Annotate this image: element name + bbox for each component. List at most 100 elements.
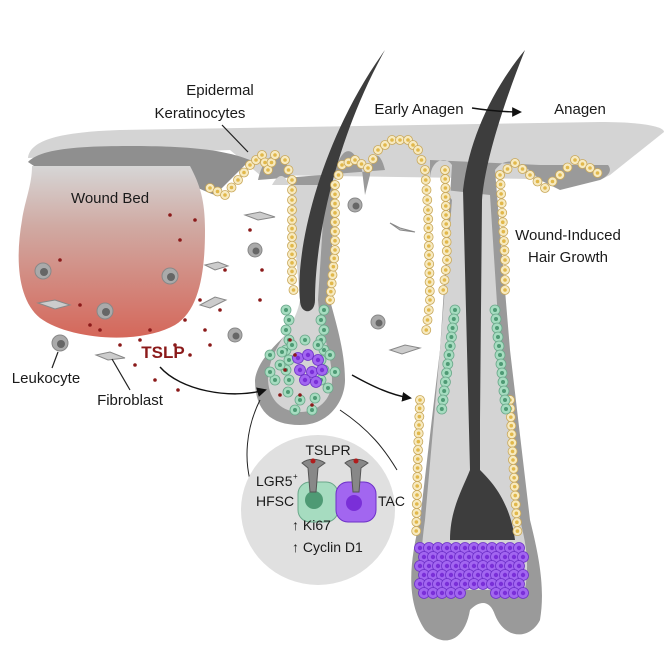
fibroblast-pointer [111,358,131,391]
hfsc-cell [322,382,334,394]
tslp-molecule [176,388,180,392]
tslp-molecule [293,353,297,357]
tslp-molecule [138,338,142,342]
hfsc-cell [280,324,292,336]
keratinocyte [363,163,373,173]
keratinocyte [380,140,390,150]
hfsc-cell [318,304,330,316]
hfsc-cell [494,349,506,361]
hfsc-cell [286,339,298,351]
hfsc-cell [282,386,294,398]
keratinocyte [440,183,451,193]
tac-cells [292,349,529,599]
tac-cell [472,569,484,581]
label-anagen: Anagen [554,101,606,118]
keratinocyte [287,185,297,195]
keratinocyte [500,255,510,265]
keratinocyte [412,463,423,473]
keratinocyte [505,412,516,423]
keratinocyte [497,207,508,218]
hfsc-cell [491,322,503,334]
fibroblast [203,261,230,271]
keratinocyte [509,472,520,483]
keratinocyte [413,445,423,455]
keratinocyte [510,490,521,501]
inset-receptor-hfsc [301,458,326,493]
label-wound-bed: Wound Bed [71,190,149,207]
tac-cell [414,542,426,554]
keratinocyte [441,237,452,247]
inset-hfsc-cell [297,481,339,523]
keratinocyte [506,429,517,440]
tslp-molecule [168,213,172,217]
tslp-molecule [188,353,192,357]
hfsc-cell [299,334,311,346]
keratinocyte [422,315,433,325]
hfsc-cell [329,366,341,378]
tac-cell [436,551,448,563]
tac-cell [445,569,457,581]
keratinocyte [413,428,424,439]
tac-cell [499,587,511,599]
hfsc-cell [497,376,509,388]
keratinocyte [287,223,297,234]
keratinocyte [424,250,434,260]
label-early-anagen: Early Anagen [374,101,463,118]
hfsc-cell [269,374,281,386]
tslp-molecule [178,238,182,242]
tac-cell [459,560,471,572]
label-hair-growth: Hair Growth [528,249,608,266]
keratinocyte [441,210,451,220]
hfsc-cell [499,394,511,406]
keratinocyte [411,526,422,536]
tac-cell [481,569,493,581]
inset-callout-left [246,399,261,481]
hfsc-cell [441,367,453,379]
hfsc-cell [289,404,301,416]
keratinocyte [499,245,510,256]
hair-shaft-anagen [450,50,525,540]
keratinocyte [441,219,452,229]
keratinocyte [422,195,433,205]
hfsc-cell [489,304,501,316]
inset-label-ki67: ↑ Ki67 [292,517,331,533]
keratinocyte [512,526,523,537]
tac-cell [454,587,466,599]
hfsc-cell [443,349,455,361]
inset-label-tslpr: TSLPR [305,442,350,458]
label-tslp: TSLP [141,343,184,362]
keratinocyte [330,245,340,255]
hfsc-cell [445,331,457,343]
inset-label-tac: TAC [378,493,405,509]
keratinocyte [423,214,434,224]
keratinocyte [420,175,431,185]
keratinocyte [497,217,508,228]
keratinocyte [562,162,573,173]
tslp-molecule [78,303,82,307]
keratinocyte [438,285,449,295]
keratinocyte [330,198,340,209]
keratinocyte [517,164,528,174]
tslp-molecule [88,323,92,327]
keratinocyte [412,472,423,482]
keratinocyte [509,481,520,492]
keratinocyte [412,481,423,491]
keratinocyte [424,277,435,287]
keratinocyte [440,174,451,184]
hair-shaft-early [299,50,385,312]
keratinocyte [330,207,340,218]
keratinocyte [495,179,506,190]
keratinocyte [287,275,297,285]
keratinocyte [424,259,435,269]
keratinocyte [502,164,513,174]
hfsc-cell [500,403,512,415]
hfsc-cell [324,349,336,361]
label-keratinocytes: Keratinocytes [155,105,246,122]
keratinocyte [287,215,297,225]
tslp-molecule [298,393,302,397]
keratinocyte [507,446,518,457]
keratinocyte [496,198,507,209]
keratinocyte [413,436,424,447]
inset-receptor-tac [344,458,369,493]
